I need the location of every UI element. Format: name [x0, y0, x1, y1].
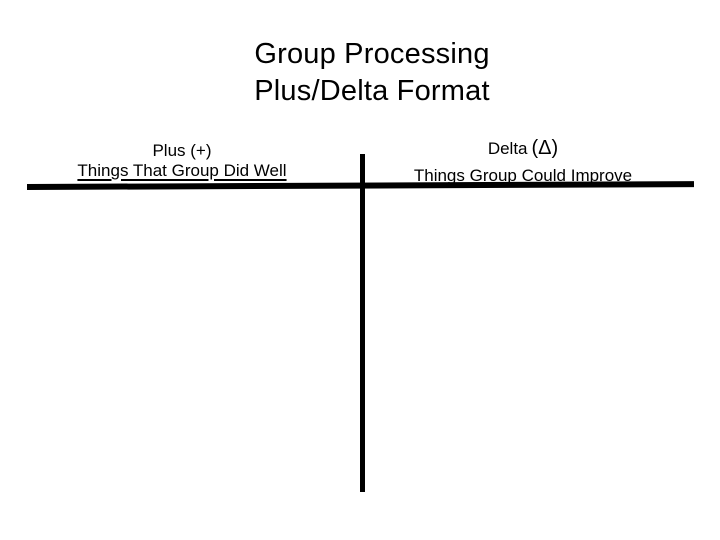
left-column-subheader: Things That Group Did Well	[77, 161, 287, 180]
left-column-header: Plus (+)	[152, 141, 212, 160]
delta-symbol: (Δ)	[531, 137, 559, 159]
right-column-subheader: Things Group Could Improve	[413, 166, 633, 185]
right-column-header-word: Delta	[487, 139, 528, 158]
t-chart-vertical-line	[360, 154, 365, 492]
right-column-header: Delta(Δ)	[373, 137, 673, 160]
slide-title-line2: Plus/Delta Format	[254, 75, 490, 107]
slide-title-line1: Group Processing	[254, 38, 490, 70]
slide-title: Group Processing Plus/Delta Format	[52, 36, 692, 110]
